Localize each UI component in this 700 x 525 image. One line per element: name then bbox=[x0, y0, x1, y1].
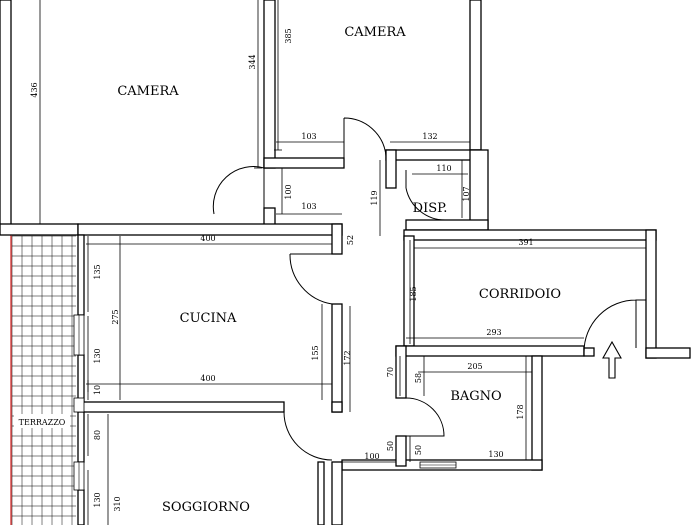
dim-391: 391 bbox=[518, 238, 533, 247]
dim-130-cucina: 130 bbox=[93, 348, 102, 363]
wall-disp-right bbox=[469, 149, 489, 231]
dim-400-top: 400 bbox=[200, 234, 215, 243]
room-label-camera-left: CAMERA bbox=[117, 84, 179, 99]
dim-205: 205 bbox=[467, 362, 482, 371]
room-label-soggiorno: SOGGIORNO bbox=[162, 500, 250, 515]
room-label-camera-top: CAMERA bbox=[344, 25, 406, 40]
room-label-disp: DISP. bbox=[413, 201, 448, 216]
dim-119: 119 bbox=[370, 190, 379, 205]
terrace-tiles bbox=[11, 235, 76, 525]
wall-soggiorno-right bbox=[331, 461, 343, 525]
doors bbox=[212, 117, 646, 461]
windows bbox=[73, 314, 457, 491]
dim-172: 172 bbox=[343, 350, 352, 365]
wall-camera-top-bottom-left bbox=[263, 157, 345, 169]
dim-132: 132 bbox=[422, 132, 437, 141]
dim-135: 135 bbox=[93, 264, 102, 279]
wall-camera-top-bottom-right bbox=[385, 149, 482, 161]
terrazzo-label: TERRAZZO bbox=[19, 418, 66, 427]
wall-cucina-bottom bbox=[77, 401, 285, 413]
wall-soggiorno-left-lower bbox=[77, 489, 85, 525]
wall-outer-left bbox=[0, 0, 12, 235]
entrance-arrow-icon bbox=[602, 340, 622, 379]
dim-107: 107 bbox=[462, 186, 471, 201]
wall-soggiorno-right-inner bbox=[317, 461, 325, 525]
window-terrace-door bbox=[73, 397, 85, 413]
dim-100-bagno: 100 bbox=[364, 452, 379, 461]
dim-385: 385 bbox=[284, 28, 293, 43]
dim-58: 58 bbox=[414, 373, 423, 383]
dim-80: 80 bbox=[93, 430, 102, 440]
dim-275: 275 bbox=[111, 309, 120, 324]
door-entrance bbox=[583, 299, 646, 353]
terrace-area bbox=[10, 235, 76, 525]
terrazzo-label-bg bbox=[14, 414, 70, 428]
door-camera-top bbox=[343, 117, 387, 160]
room-label-corridoio: CORRIDOIO bbox=[479, 287, 561, 302]
wall-corridoio-right bbox=[645, 229, 657, 359]
door-disp bbox=[405, 170, 447, 221]
wall-cucina-right-upper bbox=[331, 223, 343, 255]
wall-bagno-left-lower bbox=[395, 435, 407, 467]
dim-50-left: 50 bbox=[386, 441, 395, 451]
wall-camera-left-bottom bbox=[0, 223, 79, 236]
wall-camera-left-door-jamb bbox=[263, 207, 276, 226]
wall-cucina-left-lower bbox=[77, 354, 85, 403]
dim-52: 52 bbox=[346, 235, 355, 245]
dim-185: 185 bbox=[409, 286, 418, 301]
wall-cucina-left-upper bbox=[77, 234, 85, 316]
wall-cucina-bottom-right bbox=[331, 401, 343, 413]
wall-disp-left bbox=[385, 149, 397, 189]
dim-103-top: 103 bbox=[301, 132, 316, 141]
wall-entrance-threshold bbox=[645, 347, 691, 359]
dim-103-door: 103 bbox=[301, 202, 316, 211]
dim-436: 436 bbox=[30, 82, 39, 97]
dim-310: 310 bbox=[113, 496, 122, 511]
wall-bagno-left-upper bbox=[395, 345, 407, 399]
door-camera-left bbox=[212, 166, 265, 215]
wall-corridoio-bottom-right bbox=[583, 347, 595, 357]
dim-110: 110 bbox=[436, 164, 451, 173]
wall-bagno-right bbox=[531, 355, 543, 471]
dim-50-right: 50 bbox=[414, 445, 423, 455]
room-label-bagno: BAGNO bbox=[450, 389, 501, 404]
terrace: TERRAZZO bbox=[10, 235, 76, 525]
wall-soggiorno-left-upper bbox=[77, 411, 85, 463]
dim-400-bottom: 400 bbox=[200, 374, 215, 383]
dim-130-bagno: 130 bbox=[488, 450, 503, 459]
dim-344: 344 bbox=[248, 54, 257, 69]
dim-155: 155 bbox=[311, 345, 320, 360]
room-label-cucina: CUCINA bbox=[180, 311, 237, 326]
door-bagno bbox=[405, 397, 445, 437]
dim-10: 10 bbox=[93, 385, 102, 395]
dim-293: 293 bbox=[486, 328, 501, 337]
wall-camera-divider bbox=[263, 0, 276, 169]
wall-camera-top-right bbox=[469, 0, 482, 151]
dim-100-camera: 100 bbox=[284, 184, 293, 199]
dim-130-soggiorno: 130 bbox=[93, 492, 102, 507]
wall-cucina-right-lower bbox=[331, 303, 343, 413]
wall-bagno-top-left bbox=[395, 345, 585, 357]
wall-disp-bottom bbox=[405, 219, 489, 231]
dimension-lines bbox=[36, 0, 646, 525]
door-cucina bbox=[289, 253, 333, 305]
dim-178: 178 bbox=[516, 404, 525, 419]
dim-70: 70 bbox=[386, 367, 395, 377]
door-cucina-soggiorno bbox=[283, 411, 333, 461]
